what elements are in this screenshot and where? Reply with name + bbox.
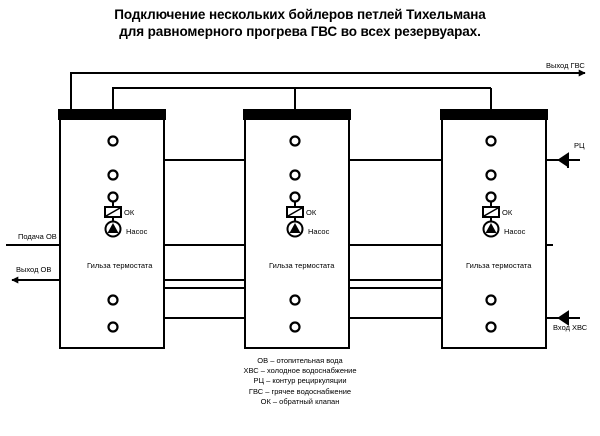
port-heat-in (485, 191, 497, 203)
pump-icon (482, 220, 500, 238)
port-heat-in (289, 191, 301, 203)
diagram-title: Подключение нескольких бойлеров петлей Т… (0, 6, 600, 40)
sleeve-label: Гильза термостата (87, 261, 153, 270)
legend-item: ГВС – грячее водоснабжение (248, 386, 352, 396)
port-heat-out (107, 294, 119, 306)
port-hot-out (289, 135, 301, 147)
heating-return-label: Выход ОВ (16, 265, 51, 274)
port-hot-out (107, 135, 119, 147)
check-valve-icon (286, 206, 304, 218)
check-valve-icon (104, 206, 122, 218)
check-valve-label: ОК (124, 208, 135, 217)
check-valve-label: ОК (502, 208, 513, 217)
boiler-1: ОК Насос Гильза термостата (58, 109, 166, 349)
legend: ОВ – отопительная вода ХВС – холодное во… (0, 356, 600, 407)
boiler-2: ОК Насос Гильза термостата (243, 109, 351, 349)
check-valve-label: ОК (306, 208, 317, 217)
dhw-out-label: Выход ГВС (546, 61, 585, 70)
title-line-2: для равномерного прогрева ГВС во всех ре… (119, 24, 481, 39)
pump-label: Насос (504, 227, 526, 236)
pump-label: Насос (308, 227, 330, 236)
title-line-1: Подключение нескольких бойлеров петлей Т… (114, 7, 486, 22)
sleeve-label: Гильза термостата (269, 261, 335, 270)
heating-supply-label: Подача ОВ (18, 232, 57, 241)
port-cold-in (485, 321, 497, 333)
port-hot-out (485, 135, 497, 147)
pump-icon (104, 220, 122, 238)
legend-item: ОК – обратный клапан (260, 396, 340, 406)
port-recirc (107, 169, 119, 181)
pump-icon (286, 220, 304, 238)
cold-in-label: Вход ХВС (553, 323, 588, 332)
pump-label: Насос (126, 227, 148, 236)
boiler-3: ОК Насос Гильза термостата (440, 109, 548, 349)
legend-item: ОВ – отопительная вода (257, 356, 343, 365)
legend-item: РЦ – контур рециркуляции (253, 376, 347, 386)
port-heat-out (289, 294, 301, 306)
check-valve-icon (482, 206, 500, 218)
legend-item: ХВС – холодное водоснабжение (243, 366, 357, 376)
port-cold-in (289, 321, 301, 333)
sleeve-label: Гильза термостата (466, 261, 532, 270)
port-recirc (485, 169, 497, 181)
port-heat-out (485, 294, 497, 306)
port-cold-in (107, 321, 119, 333)
port-heat-in (107, 191, 119, 203)
recirc-label: РЦ (574, 141, 585, 150)
port-recirc (289, 169, 301, 181)
